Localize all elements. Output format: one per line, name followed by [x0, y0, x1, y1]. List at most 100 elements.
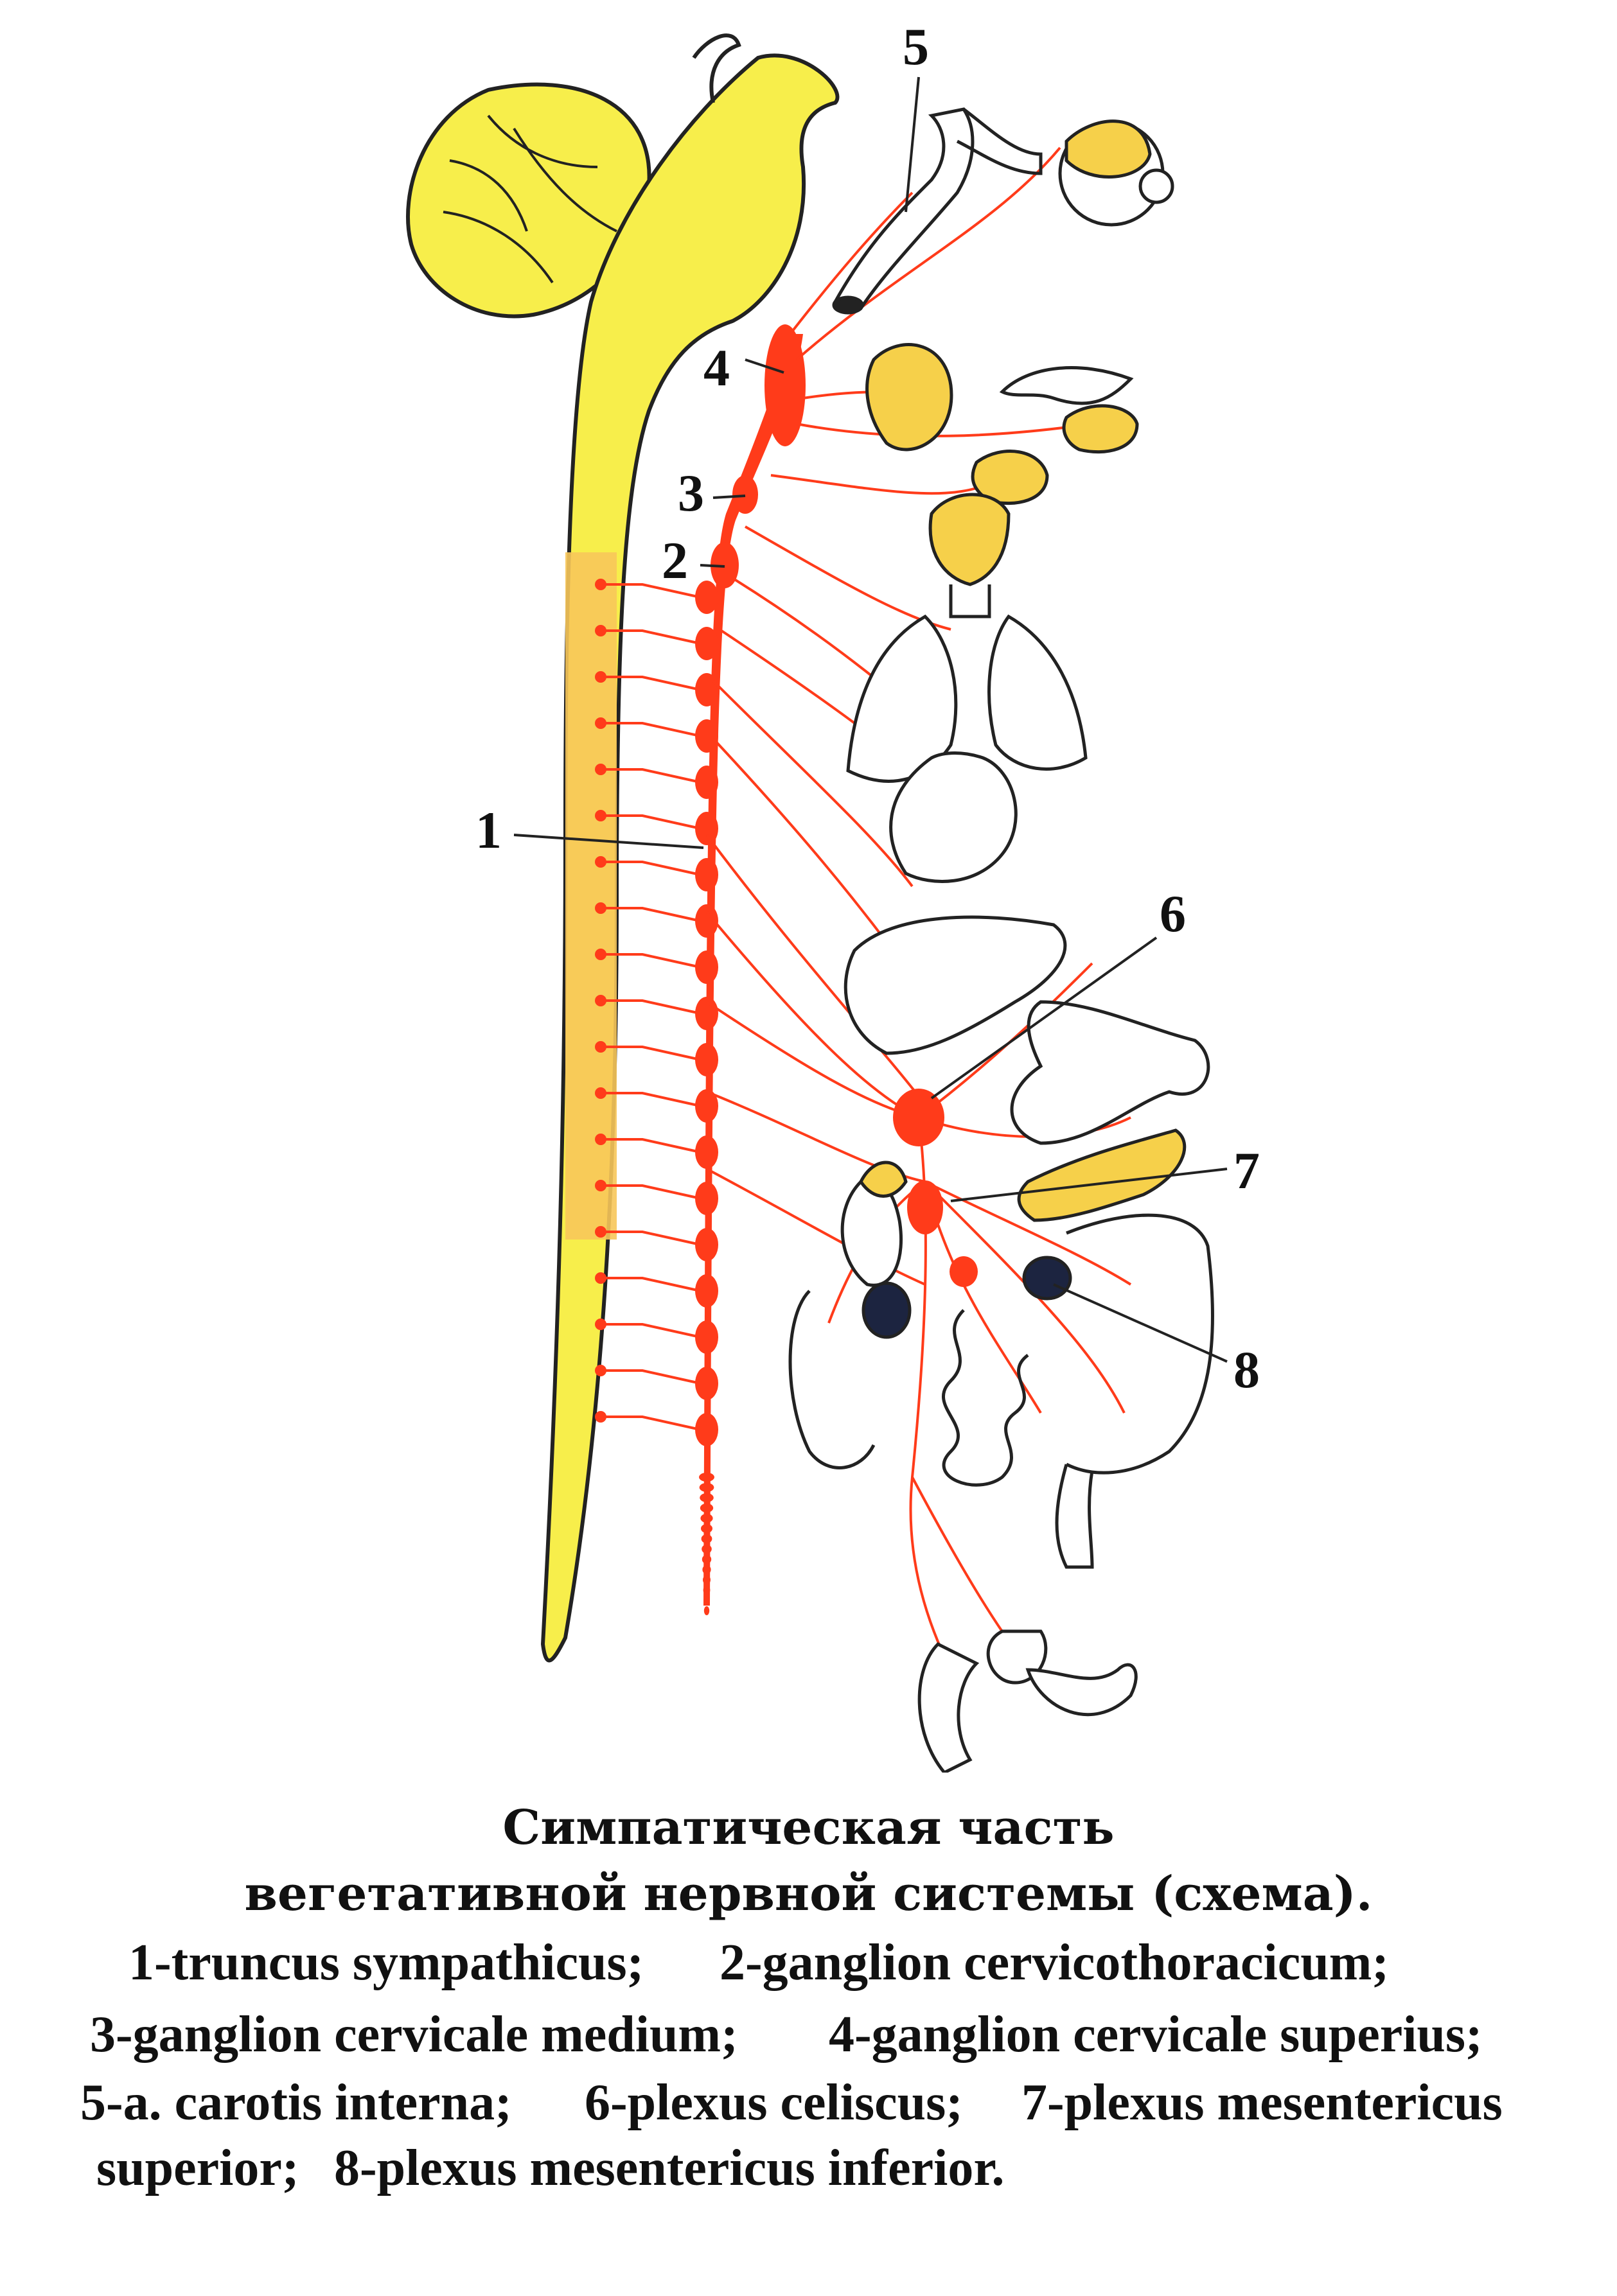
sacral-trunk-ganglion [699, 1473, 714, 1482]
celiac-plexus [893, 1089, 944, 1146]
stomach [1010, 1000, 1210, 1145]
label-3: 3 [678, 464, 704, 522]
trunk-ganglia [695, 581, 718, 1615]
brain-stem-and-spinal-cord [540, 53, 840, 1663]
sacral-trunk-ganglion [701, 1534, 712, 1543]
spinal-root-point [595, 810, 606, 821]
spinal-root-point [595, 1319, 606, 1330]
label-4: 4 [703, 338, 730, 397]
sacral-trunk-ganglion [703, 1606, 710, 1615]
trunk-ganglion [695, 766, 718, 799]
visceral-nerve-branches [705, 146, 1132, 1684]
leader-lines [513, 76, 1228, 1363]
kidneys-and-adrenals [840, 1161, 1072, 1339]
spinal-root-point [595, 1411, 606, 1423]
cerebellum-folia [443, 114, 617, 284]
heart [889, 751, 1018, 883]
legend-item-3: 3-ganglion cervicale medium; [90, 2006, 738, 2063]
legend-item-7: 7-plexus mesentericus [1021, 2074, 1503, 2131]
trunk-ganglion [695, 1135, 718, 1169]
sacral-trunk-ganglion [703, 1575, 711, 1584]
inferior-mesenteric-plexus [950, 1256, 978, 1287]
sacral-trunk-ganglion [702, 1545, 712, 1554]
sacral-trunk-ganglion [700, 1493, 714, 1502]
caption-title-line-1: Симпатическая часть [502, 1800, 1115, 1855]
trunk-ganglion [695, 1367, 718, 1400]
ramus-communicans [604, 953, 701, 968]
spinal-root-point [595, 1087, 606, 1099]
thyroid-and-larynx [928, 493, 1011, 618]
trunk-ganglion [695, 581, 718, 614]
middle-cervical-ganglion [732, 475, 758, 514]
figure-caption: Симпатическая часть вегетативной нервной… [0, 1773, 1617, 2196]
ramus-communicans [604, 1231, 701, 1246]
plexus-nodes [893, 1089, 978, 1287]
trunk-ganglion [695, 858, 718, 891]
spinal-root-point [595, 949, 606, 960]
spinal-root-point [595, 1180, 606, 1191]
trunk-ganglion [695, 1182, 718, 1215]
ramus-communicans [604, 1323, 701, 1338]
trunk-ganglion [695, 1089, 718, 1123]
rami-communicantes [595, 579, 701, 1431]
salivary-glands [865, 343, 1139, 505]
spinal-root-point [595, 1134, 606, 1145]
label-7: 7 [1233, 1141, 1260, 1200]
sympathetic-nervous-system-diagram: 1 2 3 4 5 6 7 8 [406, 17, 1260, 1773]
legend-item-4: 4-ganglion cervicale superius; [829, 2006, 1483, 2063]
sacral-trunk-ganglion [699, 1483, 714, 1492]
ramus-communicans [604, 861, 701, 876]
cerebellum [406, 82, 651, 319]
spinal-root-point [595, 625, 606, 636]
pelvic-organs [917, 1629, 1138, 1773]
ramus-communicans [604, 583, 701, 599]
sympathetic-trunk [703, 324, 806, 1606]
label-8: 8 [1233, 1340, 1260, 1399]
ramus-communicans [604, 814, 701, 830]
jaw-outline [999, 366, 1134, 405]
label-5: 5 [903, 17, 929, 76]
legend-item-1: 1-truncus sympathicus; [128, 1934, 644, 1991]
label-6: 6 [1160, 884, 1186, 943]
sacral-trunk-ganglion [702, 1555, 712, 1564]
ramus-communicans [604, 1046, 701, 1061]
trunk-ganglion [695, 1320, 718, 1354]
trunk-ganglion [695, 719, 718, 753]
ramus-communicans [604, 1277, 701, 1292]
ramus-communicans [604, 722, 701, 737]
liver [844, 915, 1067, 1055]
spinal-root-point [595, 764, 606, 775]
spinal-root-point [595, 995, 606, 1006]
internal-carotid-artery [832, 107, 1043, 315]
sacral-trunk-ganglion [702, 1565, 711, 1574]
intestines [788, 1213, 1214, 1569]
ramus-communicans [604, 629, 701, 645]
ramus-communicans [604, 999, 701, 1015]
ramus-communicans [604, 907, 701, 922]
caption-title-line-2: вегетативной нервной системы (схема). [244, 1866, 1373, 1922]
trunk-ganglion [695, 812, 718, 845]
spinal-root-point [595, 671, 606, 683]
ramus-communicans [604, 1092, 701, 1107]
trunk-ganglion [695, 1274, 718, 1308]
sacral-trunk-ganglion [700, 1503, 714, 1512]
sacral-trunk-ganglion [701, 1524, 712, 1533]
ramus-communicans [604, 1184, 701, 1200]
trunk-ganglion [695, 1043, 718, 1076]
spinal-root-point [595, 717, 606, 729]
sacral-trunk-ganglion [700, 1514, 713, 1523]
legend-item-2: 2-ganglion cervicothoracicum; [720, 1934, 1389, 1991]
spinal-root-point [595, 1041, 606, 1053]
spinal-root-point [595, 902, 606, 914]
superior-cervical-ganglion [764, 324, 806, 446]
superior-mesenteric-plexus [907, 1180, 943, 1234]
label-1: 1 [475, 801, 502, 859]
ramus-communicans [604, 768, 701, 784]
legend-item-7-cont: superior; [96, 2140, 299, 2196]
legend-item-8: 8-plexus mesentericus inferior. [334, 2140, 1005, 2196]
ramus-communicans [604, 1415, 701, 1431]
trunk-ganglion [695, 904, 718, 938]
ramus-communicans [604, 676, 701, 691]
pancreas [1017, 1128, 1187, 1222]
legend-item-6: 6-plexus celiscus; [585, 2074, 963, 2131]
